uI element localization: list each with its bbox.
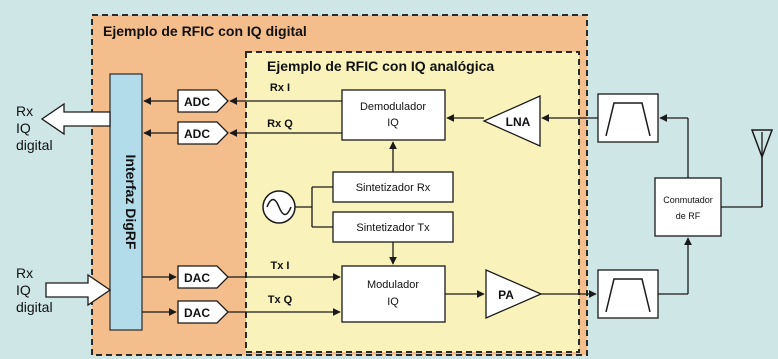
demodulator-block [341,89,446,141]
dac-block-i [177,265,229,289]
synth-rx-label: Sintetizador Rx [356,182,431,194]
modulator-label-1: Modulador [367,279,419,291]
modulator-block [341,265,446,323]
outer-rfic-title: Ejemplo de RFIC con IQ digital [103,23,307,39]
lna-label: LNA [506,115,531,129]
adc-label-q: ADC [184,127,210,141]
tx-digital-label-3: digital [16,299,53,315]
pa-amplifier [485,269,543,319]
rf-switch-block [654,177,722,237]
tx-filter-block [597,269,659,319]
modulator-label-2: IQ [387,296,399,308]
rx-i-label: Rx I [270,82,290,94]
rx-digital-label-3: digital [16,137,53,153]
dac-label-i: DAC [184,271,210,285]
demodulator-label-2: IQ [387,117,399,129]
synth-rx-block [332,171,454,203]
rx-iq-output-arrow [40,102,111,136]
rf-switch-label-1: Conmutador [663,195,713,205]
digrf-interface-label: Interfaz DigRF [123,155,139,250]
dac-label-q: DAC [184,306,210,320]
rx-filter-block [597,93,659,143]
rf-switch-label-2: de RF [676,211,701,221]
adc-block-q [177,121,229,145]
inner-rfic-title: Ejemplo de RFIC con IQ analógica [267,58,494,74]
adc-label-i: ADC [184,95,210,109]
tx-digital-label-2: IQ [16,282,31,298]
lna-amplifier [482,94,541,148]
tx-i-label: Tx I [271,260,290,272]
pa-label: PA [498,288,514,302]
antenna-icon [750,129,774,207]
dac-block-q [177,300,229,324]
rx-digital-label-2: IQ [16,120,31,136]
tx-iq-input-arrow [45,273,112,307]
tx-digital-label-1: Rx [16,265,33,281]
tx-q-label: Tx Q [268,294,293,306]
rx-q-label: Rx Q [267,118,293,130]
adc-block-i [177,89,229,113]
demodulator-label-1: Demodulador [360,101,426,113]
digrf-interface-bar [109,73,143,331]
rx-digital-label-1: Rx [16,103,33,119]
synth-tx-label: Sintetizador Tx [356,222,430,234]
